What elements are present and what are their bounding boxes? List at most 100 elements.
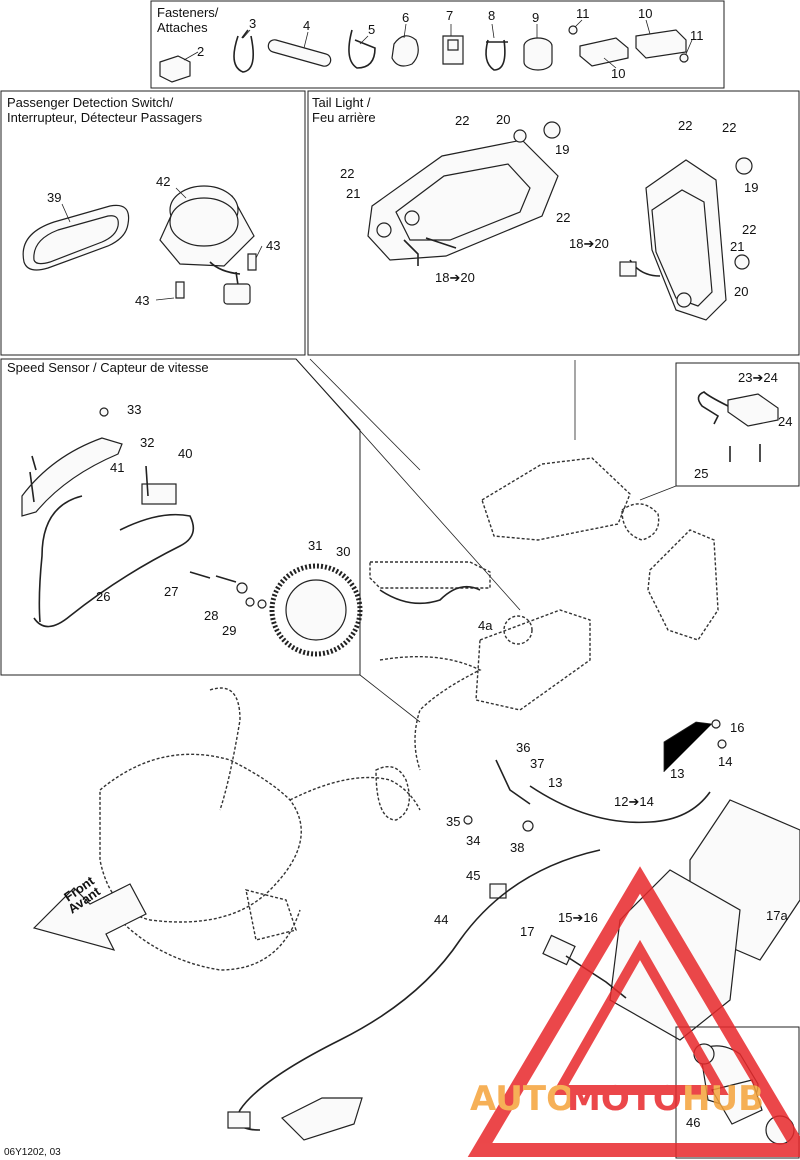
bracket-bolt <box>29 455 37 503</box>
screw-41 <box>145 465 149 497</box>
sensor-bolt-27 <box>189 571 237 583</box>
speed-title: Speed Sensor / Capteur de vitesse <box>7 360 209 375</box>
screw-part-1 <box>568 25 578 35</box>
screw-35 <box>463 815 473 825</box>
callout: 13 <box>548 775 562 790</box>
watermark-text-hub: HUB <box>682 1079 764 1119</box>
callout: 11 <box>690 28 704 43</box>
callout: 22 <box>722 120 736 135</box>
harness-branch-right <box>289 776 421 811</box>
callout: 2 <box>197 44 204 59</box>
watermark-text-auto: AUTO <box>470 1079 575 1119</box>
callout: 19 <box>555 142 569 157</box>
trigger-wheel-inner <box>285 579 347 641</box>
ecu-connector <box>503 615 533 645</box>
sleeve-part <box>267 39 332 67</box>
switch-connector <box>223 283 251 305</box>
resistor-inset: 23➔24 24 25 <box>675 362 800 487</box>
main-harness <box>99 753 302 923</box>
tail-title-2: Feu arrière <box>312 110 376 125</box>
callout: 27 <box>164 584 178 599</box>
callout: 34 <box>466 833 480 848</box>
passenger-title-1: Passenger Detection Switch/ <box>7 95 174 110</box>
fuse-block <box>369 561 491 589</box>
watermark-triangle <box>467 866 800 1157</box>
harness-connector <box>245 889 297 941</box>
callout: 32 <box>140 435 154 450</box>
sensor-bracket <box>21 437 123 517</box>
sensor-harness-26 <box>33 495 195 628</box>
tail-light-left-lens <box>395 163 531 241</box>
tail-light-right-connector <box>619 261 637 277</box>
tail-light-right-socket <box>676 292 692 308</box>
tail-assembly-right <box>647 529 719 641</box>
callout: 17 <box>520 924 534 939</box>
connector-holder-part <box>442 35 464 65</box>
callout: 7 <box>446 8 453 23</box>
callout: 46 <box>686 1115 700 1130</box>
switch-body <box>169 197 239 247</box>
sensor-clip-40 <box>141 483 177 505</box>
callout: 45 <box>466 868 480 883</box>
callout: 3 <box>249 16 256 31</box>
cable-12-14 <box>529 785 711 824</box>
passenger-switch-section: Passenger Detection Switch/ Interrupteur… <box>0 90 306 356</box>
callout: 22 <box>556 210 570 225</box>
nut-16a <box>711 719 721 729</box>
callout: 15➔16 <box>558 910 598 925</box>
screws-part <box>175 253 257 299</box>
clamp-part <box>348 29 376 69</box>
wire-clip-part <box>485 39 508 71</box>
tail-title-1: Tail Light / <box>312 95 371 110</box>
harness-branch-bottom <box>119 909 301 971</box>
callout: 9 <box>532 10 539 25</box>
callout: 21 <box>346 186 360 201</box>
footer-code: 06Y1202, 03 <box>4 1147 61 1158</box>
fuse-block-wire <box>379 585 481 605</box>
callout: 6 <box>402 10 409 25</box>
washer-29a <box>245 597 255 607</box>
plug-part <box>523 37 553 71</box>
bracket-part-1 <box>579 37 629 67</box>
washer-29b <box>257 599 267 609</box>
callout: 11 <box>576 6 590 21</box>
speed-sensor-section: Speed Sensor / Capteur de vitesse 33 32 … <box>0 358 363 676</box>
bulb-20 <box>513 129 527 143</box>
grommet-part <box>391 35 419 67</box>
washer-28 <box>236 582 248 594</box>
callout: 22 <box>340 166 354 181</box>
nut-38 <box>522 820 534 832</box>
callout: 13 <box>670 766 684 781</box>
callout: 25 <box>694 466 708 481</box>
passenger-title-2: Interrupteur, Détecteur Passagers <box>7 110 203 125</box>
callout: 4a <box>478 618 493 633</box>
callout: 24 <box>778 414 792 429</box>
callout: 16 <box>730 720 744 735</box>
tail-light-section: Tail Light / Feu arrière 22 20 19 22 21 … <box>307 90 800 356</box>
callout: 30 <box>336 544 350 559</box>
callout: 8 <box>488 8 495 23</box>
watermark-inner-triangle <box>551 939 729 1095</box>
callout: 33 <box>127 402 141 417</box>
bulb-19-right <box>735 157 753 175</box>
tail-light-left-socket <box>376 222 392 238</box>
screw-part-2 <box>679 53 689 63</box>
watermark-text-moto: MOTO <box>567 1079 682 1119</box>
tail-light-right-lens <box>651 189 713 307</box>
ecu-box <box>475 609 591 711</box>
callout: 22 <box>742 222 756 237</box>
callout: 36 <box>516 740 530 755</box>
bulb-20-right <box>734 254 750 270</box>
callout: 4 <box>303 18 310 33</box>
bulb-socket <box>621 503 660 541</box>
bracket-part-2 <box>635 29 687 59</box>
callout: 37 <box>530 756 544 771</box>
watermark-logo: AUTO MOTO HUB <box>467 866 800 1157</box>
harness-branch-top <box>209 687 241 811</box>
callout: 41 <box>110 460 124 475</box>
callout: 29 <box>222 623 236 638</box>
callout: 23➔24 <box>738 370 778 385</box>
fasteners-title-1: Fasteners/ <box>157 5 219 20</box>
tail-assembly-center <box>481 457 631 541</box>
